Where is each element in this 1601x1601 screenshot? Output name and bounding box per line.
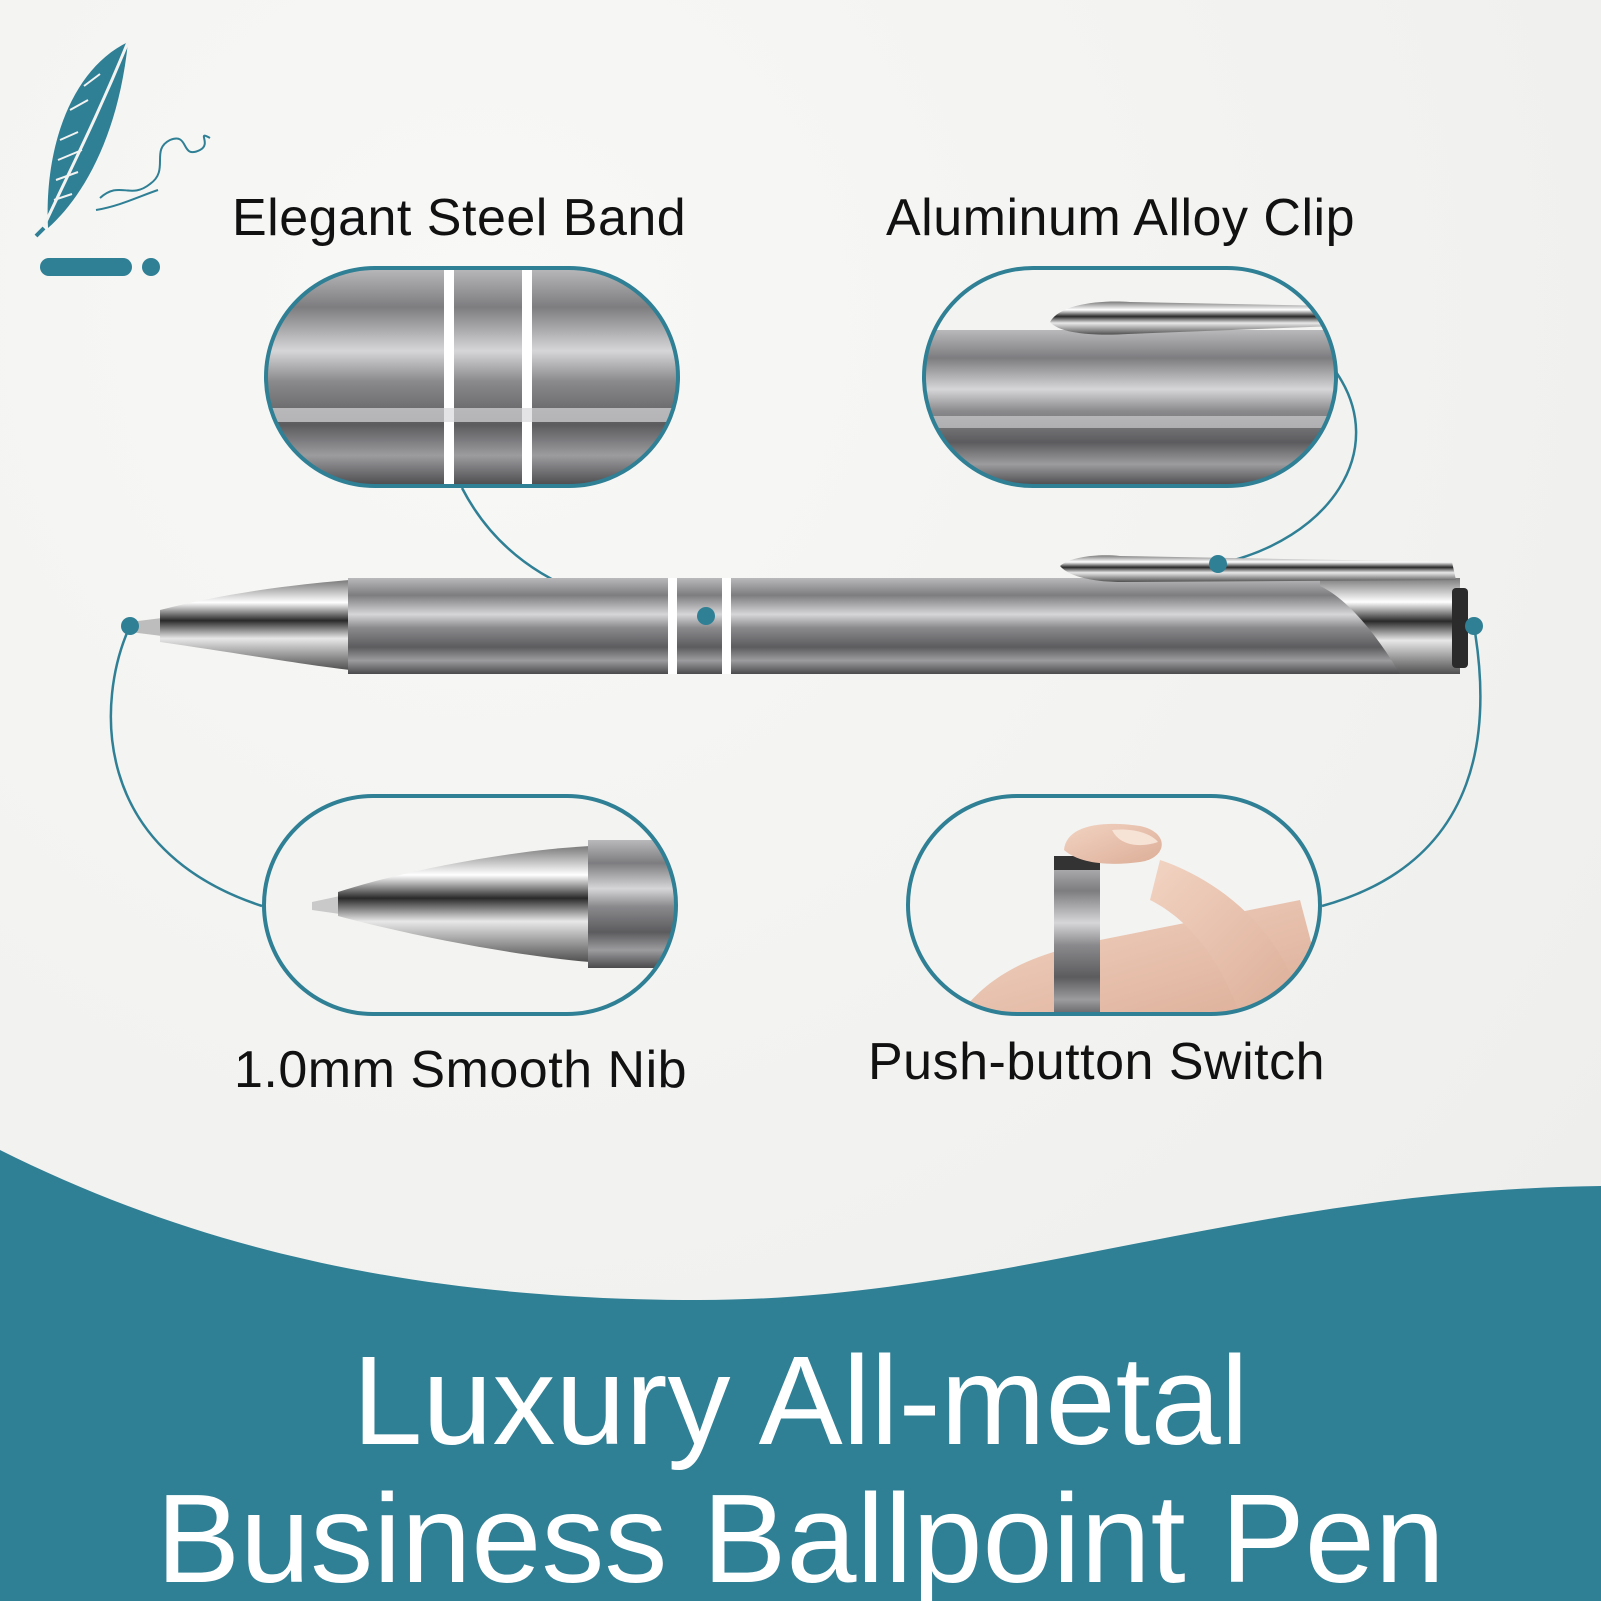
- headline-line-1: Luxury All-metal: [352, 1330, 1249, 1471]
- headline-band: [0, 1150, 1601, 1601]
- headline-line-2: Business Ballpoint Pen: [156, 1468, 1445, 1601]
- callout-nib-image: [262, 794, 678, 1016]
- callout-clip-image: [922, 266, 1338, 488]
- callout-steel-band-image: [264, 266, 680, 488]
- label-steel-band: Elegant Steel Band: [232, 189, 687, 247]
- headline: Luxury All-metal Business Ballpoint Pen: [0, 1332, 1601, 1601]
- label-clip: Aluminum Alloy Clip: [886, 189, 1355, 247]
- label-switch: Push-button Switch: [868, 1033, 1326, 1091]
- callout-dots: [121, 555, 1483, 635]
- label-nib: 1.0mm Smooth Nib: [234, 1041, 688, 1099]
- callout-push-button-image: [906, 794, 1322, 1016]
- feather-quill-icon: [34, 41, 211, 276]
- ballpoint-pen: [130, 555, 1468, 674]
